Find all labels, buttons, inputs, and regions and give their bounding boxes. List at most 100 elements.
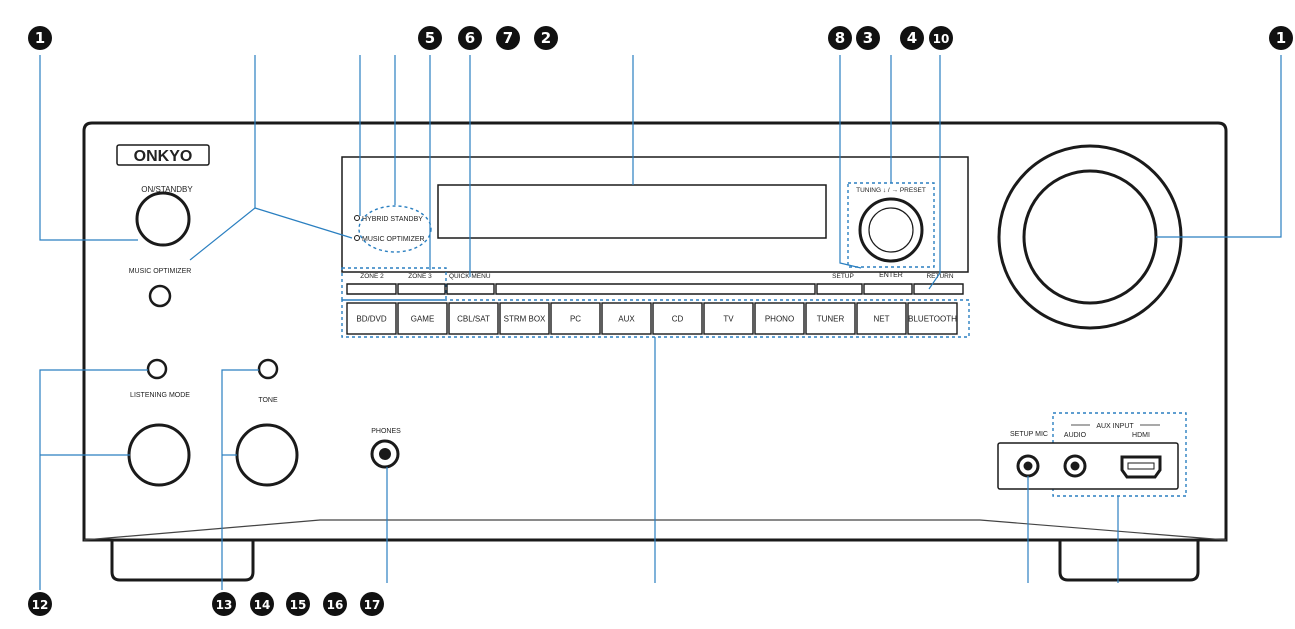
callout-number: 3	[863, 29, 873, 47]
quick-menu-button[interactable]	[446, 283, 495, 295]
input-button-tuner[interactable]	[805, 302, 856, 335]
input-button-pc[interactable]	[550, 302, 601, 335]
callout-badge	[28, 592, 52, 616]
on-standby-button[interactable]	[135, 191, 191, 247]
callout-number: 6	[465, 29, 475, 47]
volume-knob[interactable]	[1022, 169, 1158, 305]
callout-badge	[1269, 26, 1293, 50]
enter-strip-button[interactable]	[863, 283, 913, 295]
zone2-button[interactable]	[346, 283, 397, 295]
input-button-cd[interactable]	[652, 302, 703, 335]
callout-number: 8	[835, 29, 845, 47]
music-optimizer-label: MUSIC OPTIMIZER	[129, 268, 192, 275]
input-button-label: BD/DVD	[356, 315, 386, 324]
zone2-label: ZONE 2	[360, 273, 384, 280]
enter-button[interactable]	[868, 207, 914, 253]
tone-small-button[interactable]	[257, 358, 279, 380]
callout-badge	[828, 26, 852, 50]
input-button-bd-dvd[interactable]	[346, 302, 397, 335]
input-button-tv[interactable]	[703, 302, 754, 335]
music-optimizer-button[interactable]	[148, 284, 172, 308]
listening-mode-small-button[interactable]	[146, 358, 168, 380]
tuning-preset-label: TUNING ↓ / → PRESET	[856, 187, 926, 194]
callout-badge	[496, 26, 520, 50]
input-button-strm-box[interactable]	[499, 302, 550, 335]
callout-badge	[360, 592, 384, 616]
callout-badge	[286, 592, 310, 616]
input-button-label: NET	[874, 315, 890, 324]
callout-badge	[856, 26, 880, 50]
brand-logo-box	[116, 144, 210, 166]
enter-label: ENTER	[879, 272, 903, 279]
callout-number: 13	[216, 598, 233, 612]
callout-badge	[28, 26, 52, 50]
input-button-label: BLUETOOTH	[908, 315, 957, 324]
callout-number: 1	[1276, 29, 1286, 47]
callout-number: 7	[503, 29, 513, 47]
callout-number: 4	[907, 29, 917, 47]
aux-audio-label: AUDIO	[1064, 432, 1087, 439]
hybrid-standby-label: HYBRID STANDBY	[362, 216, 423, 223]
callout-number: 12	[32, 598, 49, 612]
phones-jack-hole	[379, 448, 391, 460]
return-button[interactable]	[913, 283, 964, 295]
input-button-cbl-sat[interactable]	[448, 302, 499, 335]
hdmi-port-inner	[1127, 462, 1155, 470]
input-button-label: PHONO	[765, 315, 794, 324]
listening-mode-label: LISTENING MODE	[130, 392, 190, 399]
setup-mic-jack-hole	[1023, 461, 1033, 471]
bottom-callouts: 12 13 14 15 16 17	[28, 592, 384, 616]
input-button-aux[interactable]	[601, 302, 652, 335]
zone3-label: ZONE 3	[408, 273, 432, 280]
aux-input-label: AUX INPUT	[1096, 423, 1134, 430]
phones-label: PHONES	[371, 428, 401, 435]
zone-row-highlight	[341, 267, 447, 301]
input-button-game[interactable]	[397, 302, 448, 335]
callout-badge	[212, 592, 236, 616]
input-button-label: TUNER	[817, 315, 845, 324]
callout-badge	[250, 592, 274, 616]
input-button-label: PC	[570, 315, 581, 324]
callout-number: 17	[364, 598, 381, 612]
callout-number: 15	[290, 598, 307, 612]
callout-number: 5	[425, 29, 435, 47]
callout-number: 16	[327, 598, 344, 612]
input-button-bluetooth[interactable]	[907, 302, 958, 335]
input-button-phono[interactable]	[754, 302, 805, 335]
tone-knob[interactable]	[235, 423, 299, 487]
input-selector-highlight	[341, 299, 970, 338]
tone-label: TONE	[258, 397, 278, 404]
listening-mode-knob[interactable]	[127, 423, 191, 487]
setup-button[interactable]	[816, 283, 863, 295]
callout-number: 14	[254, 598, 271, 612]
setup-label: SETUP	[832, 273, 854, 280]
top-strip-spacer	[495, 283, 816, 295]
callout-number: 10	[933, 32, 950, 46]
input-button-label: CD	[672, 315, 684, 324]
input-button-label: CBL/SAT	[457, 315, 490, 324]
callout-badge	[534, 26, 558, 50]
callout-badge	[929, 26, 953, 50]
input-button-net[interactable]	[856, 302, 907, 335]
input-button-label: GAME	[411, 315, 435, 324]
callout-number: 2	[541, 29, 551, 47]
zone3-button[interactable]	[397, 283, 446, 295]
top-button-strip	[346, 283, 964, 295]
callout-number: 1	[35, 29, 45, 47]
callout-badge	[458, 26, 482, 50]
indicator-highlight	[358, 205, 432, 253]
callout-badge	[900, 26, 924, 50]
aux-audio-jack-hole	[1070, 461, 1080, 471]
display-screen	[437, 184, 827, 239]
return-label: RETURN	[926, 273, 953, 280]
input-button-label: STRM BOX	[504, 315, 546, 324]
input-button-label: TV	[723, 315, 734, 324]
music-optimizer-led-label: MUSIC OPTIMIZER	[362, 236, 425, 243]
hybrid-standby-led	[354, 215, 360, 221]
on-standby-label: ON/STANDBY	[141, 185, 193, 194]
chassis-bevel	[83, 519, 1227, 541]
setup-mic-label: SETUP MIC	[1010, 431, 1048, 438]
